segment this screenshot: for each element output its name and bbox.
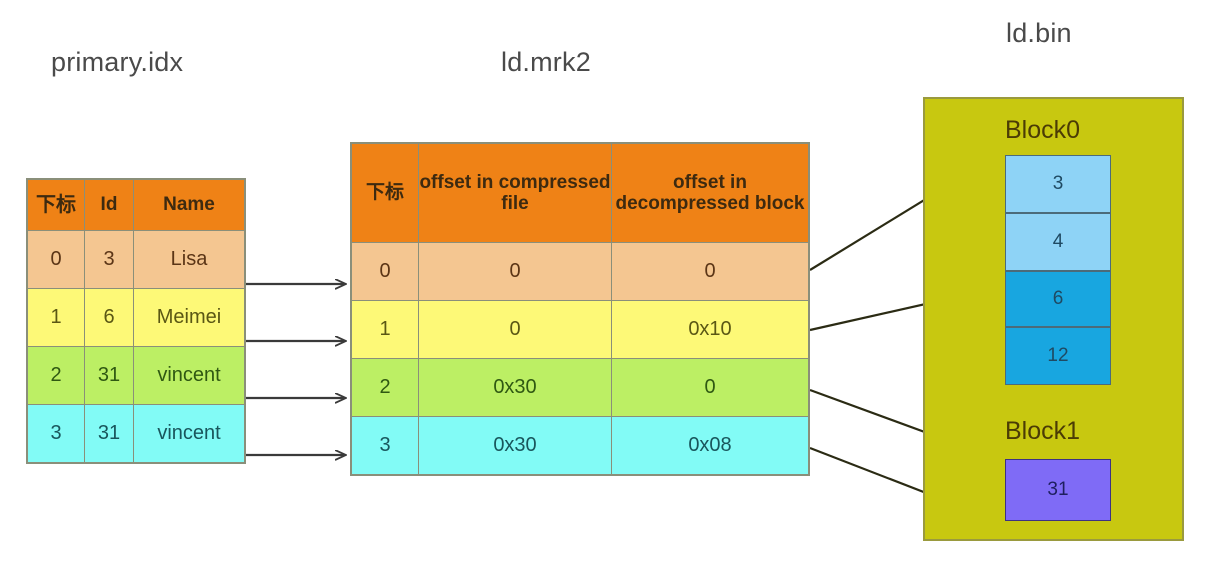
table-row: 2 0x30 0 [350,358,810,417]
table-row: 3 0x30 0x08 [350,416,810,476]
cell-id: 31 [84,404,134,464]
table-row: 3 31 vincent [26,404,246,464]
block0-cell-3-value: 12 [1047,345,1069,366]
cell-index: 0 [350,242,419,301]
table-row: 0 3 Lisa [26,230,246,289]
column-header-index: 下标 [350,142,419,243]
title-ld-mrk2: ld.mrk2 [501,47,591,77]
column-header-name: Name [133,178,246,231]
cell-index: 1 [350,300,419,359]
table-row: 2 31 vincent [26,346,246,405]
cell-id: 31 [84,346,134,405]
cell-name: vincent [133,346,246,405]
cell-index: 2 [350,358,419,417]
table-header-row: 下标 Id Name [26,178,246,231]
cell-index: 1 [26,288,85,347]
column-header-id: Id [84,178,134,231]
cell-offset-compressed: 0 [418,300,612,359]
cell-offset-decompressed: 0x10 [611,300,810,359]
cell-offset-compressed: 0x30 [418,416,612,476]
cell-offset-decompressed: 0 [611,358,810,417]
block1-cell-0-value: 31 [1047,479,1069,500]
cell-offset-compressed: 0x30 [418,358,612,417]
cell-id: 3 [84,230,134,289]
block0-cell-0: 3 [1005,155,1111,213]
block1-cell-0: 31 [1005,459,1111,521]
block0-cell-2-value: 6 [1052,288,1064,309]
block0-cell-1: 4 [1005,213,1111,271]
title-primary-idx: primary.idx [51,47,184,77]
table-row: 0 0 0 [350,242,810,301]
title-ld-bin: ld.bin [1006,18,1072,48]
cell-index: 0 [26,230,85,289]
block1-label: Block1 [1005,417,1081,445]
table-row: 1 0 0x10 [350,300,810,359]
block0-label: Block0 [1005,116,1081,144]
column-header-offset-compressed: offset in compressed file [418,142,612,243]
cell-offset-decompressed: 0x08 [611,416,810,476]
primary-idx-table: 下标 Id Name 0 3 Lisa 1 6 Meimei 2 31 vinc… [26,178,246,464]
block0-cell-3: 12 [1005,327,1111,385]
block0-cell-0-value: 3 [1052,173,1064,194]
column-header-index: 下标 [26,178,85,231]
cell-offset-decompressed: 0 [611,242,810,301]
block0-cell-2: 6 [1005,271,1111,327]
cell-index: 2 [26,346,85,405]
cell-index: 3 [350,416,419,476]
cell-index: 3 [26,404,85,464]
cell-name: vincent [133,404,246,464]
cell-id: 6 [84,288,134,347]
ld-mrk2-table: 下标 offset in compressed file offset in d… [350,142,810,476]
table-row: 1 6 Meimei [26,288,246,347]
cell-offset-compressed: 0 [418,242,612,301]
column-header-offset-decompressed: offset in decompressed block [611,142,810,243]
table-header-row: 下标 offset in compressed file offset in d… [350,142,810,243]
cell-name: Meimei [133,288,246,347]
block0-cell-1-value: 4 [1052,231,1064,252]
ld-bin-container: Block0 3 4 6 12 Block1 31 [923,97,1184,541]
cell-name: Lisa [133,230,246,289]
